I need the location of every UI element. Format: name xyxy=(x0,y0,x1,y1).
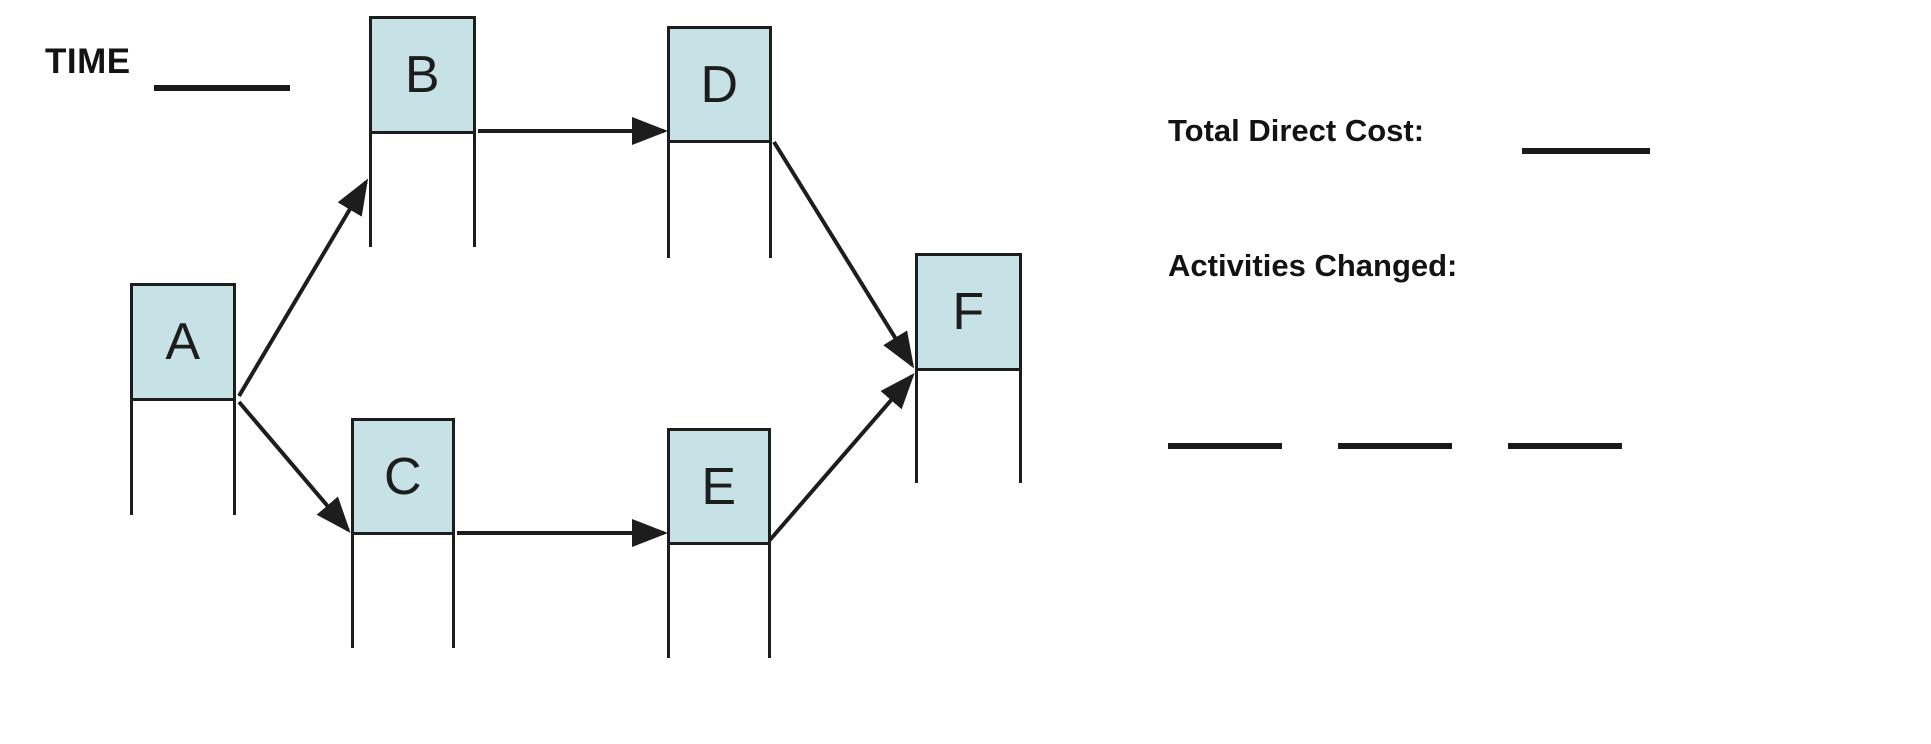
total-direct-cost-label: Total Direct Cost: xyxy=(1168,113,1425,148)
node-f-duration-cell[interactable] xyxy=(918,371,1019,483)
edge-a-to-b xyxy=(237,178,369,398)
activity-blank-line-3[interactable] xyxy=(1508,443,1622,449)
node-b-header: B xyxy=(372,19,473,134)
node-d-header: D xyxy=(670,29,769,143)
activities-changed-label: Activities Changed: xyxy=(1168,248,1458,283)
activity-blank-line-2[interactable] xyxy=(1338,443,1452,449)
node-e-duration-cell[interactable] xyxy=(670,545,768,658)
node-d-duration-cell[interactable] xyxy=(670,143,769,258)
node-a-label: A xyxy=(165,313,201,371)
node-f-label: F xyxy=(952,283,985,341)
node-a[interactable]: A xyxy=(130,283,236,515)
node-b[interactable]: B xyxy=(369,16,476,247)
node-c-header: C xyxy=(354,421,452,535)
node-a-duration-cell[interactable] xyxy=(133,401,233,515)
node-d[interactable]: D xyxy=(667,26,772,258)
node-a-header: A xyxy=(133,286,233,401)
time-label: TIME xyxy=(45,42,131,81)
node-d-label: D xyxy=(700,55,739,114)
node-e-header: E xyxy=(670,431,768,545)
node-e-label: E xyxy=(701,457,737,516)
edge-d-to-f xyxy=(772,140,915,369)
time-blank-line[interactable] xyxy=(154,85,290,91)
total-direct-cost-blank-line[interactable] xyxy=(1522,148,1650,154)
activity-blank-line-1[interactable] xyxy=(1168,443,1282,449)
node-e[interactable]: E xyxy=(667,428,771,658)
node-c-label: C xyxy=(383,447,423,506)
node-f[interactable]: F xyxy=(915,253,1022,483)
node-b-label: B xyxy=(404,46,441,104)
edge-a-to-c xyxy=(237,400,351,534)
node-f-header: F xyxy=(918,256,1019,371)
node-c-duration-cell[interactable] xyxy=(354,535,452,648)
node-c[interactable]: C xyxy=(351,418,455,648)
edge-e-to-f xyxy=(767,372,915,543)
node-b-duration-cell[interactable] xyxy=(372,134,473,247)
